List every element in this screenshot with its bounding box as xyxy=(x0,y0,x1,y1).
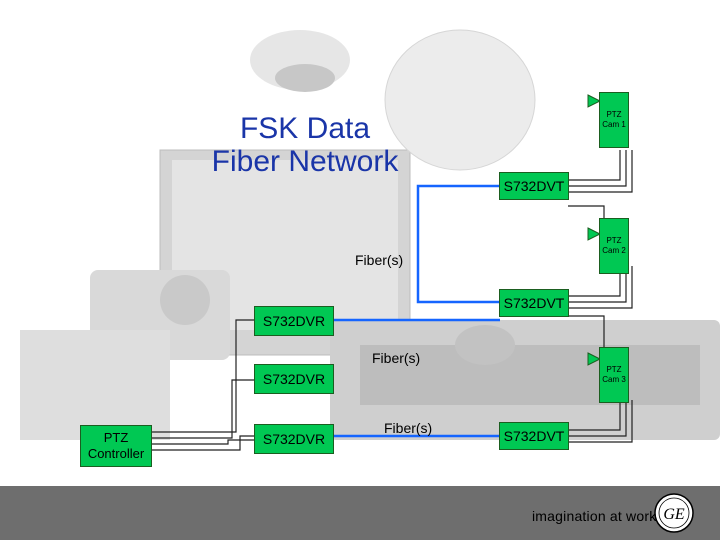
dvr-box-3: S732DVR xyxy=(254,424,334,454)
fiber-label-2: Fiber(s) xyxy=(372,350,421,366)
dvr-box-1: S732DVR xyxy=(254,306,334,336)
ge-logo-icon: GE xyxy=(654,493,694,533)
cam1-lens-icon xyxy=(587,94,602,108)
cam3-lens-icon xyxy=(587,352,602,366)
cam2-lens-icon xyxy=(587,227,602,241)
coax-links xyxy=(150,150,633,451)
diagram-title: FSK Data Fiber Network xyxy=(211,112,399,178)
ptz-cam-1: PTZ Cam 1 xyxy=(599,92,629,148)
ptz-cam-3: PTZ Cam 3 xyxy=(599,347,629,403)
dvt-box-2: S732DVT xyxy=(499,289,569,317)
fiber-label-3: Fiber(s) xyxy=(384,420,433,436)
ge-logo-text: GE xyxy=(663,506,685,523)
dvt-box-3: S732DVT xyxy=(499,422,569,450)
ptz-controller-box: PTZ Controller xyxy=(80,425,152,467)
ptz-cam-2: PTZ Cam 2 xyxy=(599,218,629,274)
fiber-links xyxy=(332,184,500,438)
fiber-link-dvt1-dvt2 xyxy=(416,184,500,304)
dvt-box-1: S732DVT xyxy=(499,172,569,200)
fiber-label-1: Fiber(s) xyxy=(355,252,404,268)
ge-tagline: imagination at work xyxy=(532,508,657,524)
dvr-box-2: S732DVR xyxy=(254,364,334,394)
footer-bar xyxy=(0,486,720,540)
